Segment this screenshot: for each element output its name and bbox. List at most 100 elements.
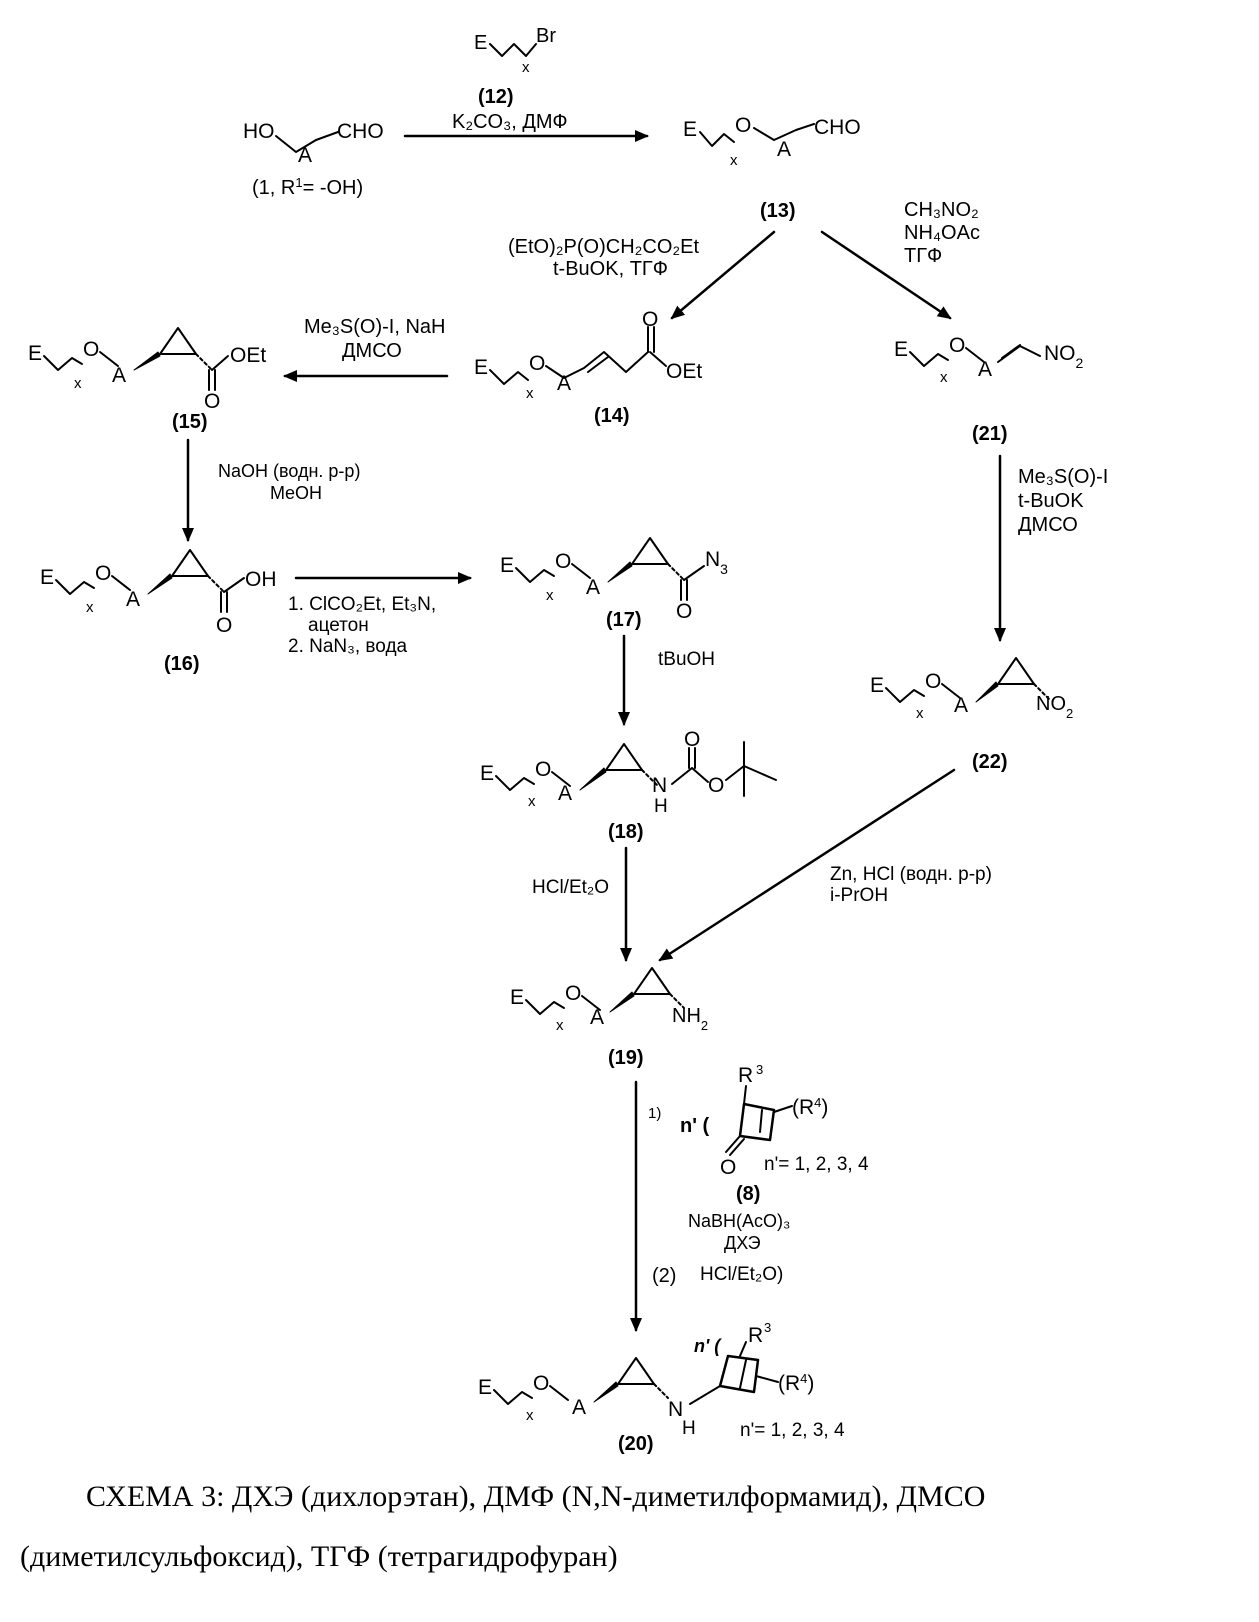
svg-text:E: E [500,554,514,577]
svg-text:A: A [777,138,791,161]
reagent-22-line1: Me₃S(O)-I [1018,466,1108,488]
compound-18-label: (18) [608,821,644,843]
reagent-20-line2: ДХЭ [724,1233,761,1253]
compound-22-structure: E O A NO2 x (22) [870,658,1073,773]
svg-text:O: O [535,758,551,781]
svg-text:N3: N3 [705,548,728,577]
compound-8-structure: R 3 O (R4) n' ( n'= 1, 2, 3, 4 (8) [680,1062,869,1205]
svg-text:O: O [95,562,111,585]
svg-text:A: A [590,1006,604,1029]
svg-text:N: N [668,1398,683,1421]
svg-text:E: E [40,566,54,589]
reagent-21-line1: CH₃NO₂ [904,199,979,221]
svg-text:O: O [565,982,581,1005]
svg-text:E: E [474,32,487,54]
svg-text:n' (: n' ( [694,1336,722,1356]
svg-text:O: O [720,1156,736,1179]
svg-text:(R4): (R4) [778,1371,814,1396]
svg-text:OEt: OEt [666,360,702,383]
step-2-marker: (2) [652,1265,676,1287]
svg-text:x: x [556,1017,564,1034]
compound-14-structure: E O A O OEt x (14) [474,308,702,427]
svg-text:NO2: NO2 [1044,342,1084,371]
reagent-12-conditions: K₂CO₃, ДМФ [452,111,568,133]
svg-text:O: O [925,670,941,693]
svg-text:H: H [682,1418,696,1439]
compound-17-label: (17) [606,609,642,631]
compound-15-label: (15) [172,411,208,433]
svg-text:Br: Br [536,25,556,47]
svg-text:HO: HO [243,120,275,143]
reagent-21-line2: NH₄OAc [904,222,980,244]
svg-text:x: x [526,385,534,402]
reagent-22-line3: ДМСО [1018,514,1078,536]
svg-text:E: E [683,118,697,141]
svg-text:x: x [940,369,948,386]
svg-text:R: R [738,1064,753,1087]
svg-text:n' (: n' ( [680,1115,710,1137]
compound-13-structure: E O A CHO x (13) [683,114,861,222]
svg-text:O: O [676,600,692,623]
svg-text:E: E [28,342,42,365]
reagent-17-line3: 2. NaN₃, вода [288,636,408,657]
svg-text:A: A [978,358,992,381]
reagent-19b-line2: i-PrOH [830,885,888,906]
compound-21-label: (21) [972,423,1008,445]
compound-13-label: (13) [760,200,796,222]
svg-text:NO2: NO2 [1036,693,1073,721]
reagent-15-line1: Me₃S(O)-I, NaH [304,316,445,338]
reagent-15-line2: ДМСО [342,340,402,362]
svg-text:n'= 1, 2, 3, 4: n'= 1, 2, 3, 4 [764,1154,869,1175]
svg-text:x: x [522,59,530,76]
svg-text:O: O [555,550,571,573]
svg-text:A: A [558,782,572,805]
svg-text:O: O [684,728,700,751]
reagent-22-line2: t-BuOK [1018,490,1084,512]
svg-text:N: N [652,774,667,797]
svg-text:x: x [916,705,924,722]
svg-text:A: A [112,364,126,387]
svg-text:E: E [480,762,494,785]
svg-text:O: O [533,1372,549,1395]
compound-22-label: (22) [972,751,1008,773]
compound-15-structure: E O A OEt O x (15) [28,328,266,433]
compound-16-structure: E O A OH O x (16) [40,550,277,675]
svg-text:O: O [642,308,658,331]
step-1-marker: 1) [648,1105,661,1122]
compound-1-structure: HO A CHO (1, R1= -OH) [243,120,384,199]
svg-text:x: x [528,793,536,810]
compound-1-label: (1, R1= -OH) [252,175,363,200]
svg-text:OH: OH [245,568,277,591]
scheme-caption-line1: СХЕМА 3: ДХЭ (дихлорэтан), ДМФ (N,N-диме… [86,1480,1259,1514]
scheme-caption-line2: (диметилсульфоксид), ТГФ (тетрагидрофура… [20,1540,1250,1574]
svg-text:R: R [748,1324,763,1347]
svg-text:O: O [216,614,232,637]
svg-text:n'= 1, 2, 3, 4: n'= 1, 2, 3, 4 [740,1420,845,1441]
reagent-21-line3: ТГФ [904,245,942,267]
reagent-19a: HCl/Et₂O [532,877,609,898]
svg-text:A: A [572,1396,586,1419]
compound-18-structure: E O A N H O O x (18) [480,728,776,843]
reagent-18: tBuOH [658,649,715,670]
svg-text:O: O [949,334,965,357]
reagent-14-line1: (EtO)₂P(O)CH₂CO₂Et [508,236,700,258]
svg-text:(R4): (R4) [792,1095,828,1120]
svg-text:O: O [529,352,545,375]
compound-20-label: (20) [618,1433,654,1455]
compound-17-structure: E O A N3 O x (17) [500,538,728,631]
compound-16-label: (16) [164,653,200,675]
svg-text:x: x [86,599,94,616]
svg-text:O: O [204,390,220,413]
compound-19-structure: E O A NH2 x (19) [510,968,708,1069]
compound-21-structure: E O A NO2 x (21) [894,334,1084,445]
svg-text:E: E [870,674,884,697]
svg-text:A: A [954,694,968,717]
reagent-20-line1: NaBH(AcO)₃ [688,1211,790,1231]
svg-text:x: x [74,375,82,392]
svg-text:A: A [557,372,571,395]
svg-text:CHO: CHO [814,116,861,139]
compound-20-structure: E O A N H R 3 (R4) n' ( n'= 1, 2, 3, 4 x… [478,1320,845,1455]
reagent-16-line1: NaOH (водн. р-р) [218,461,360,481]
svg-text:x: x [546,587,554,604]
